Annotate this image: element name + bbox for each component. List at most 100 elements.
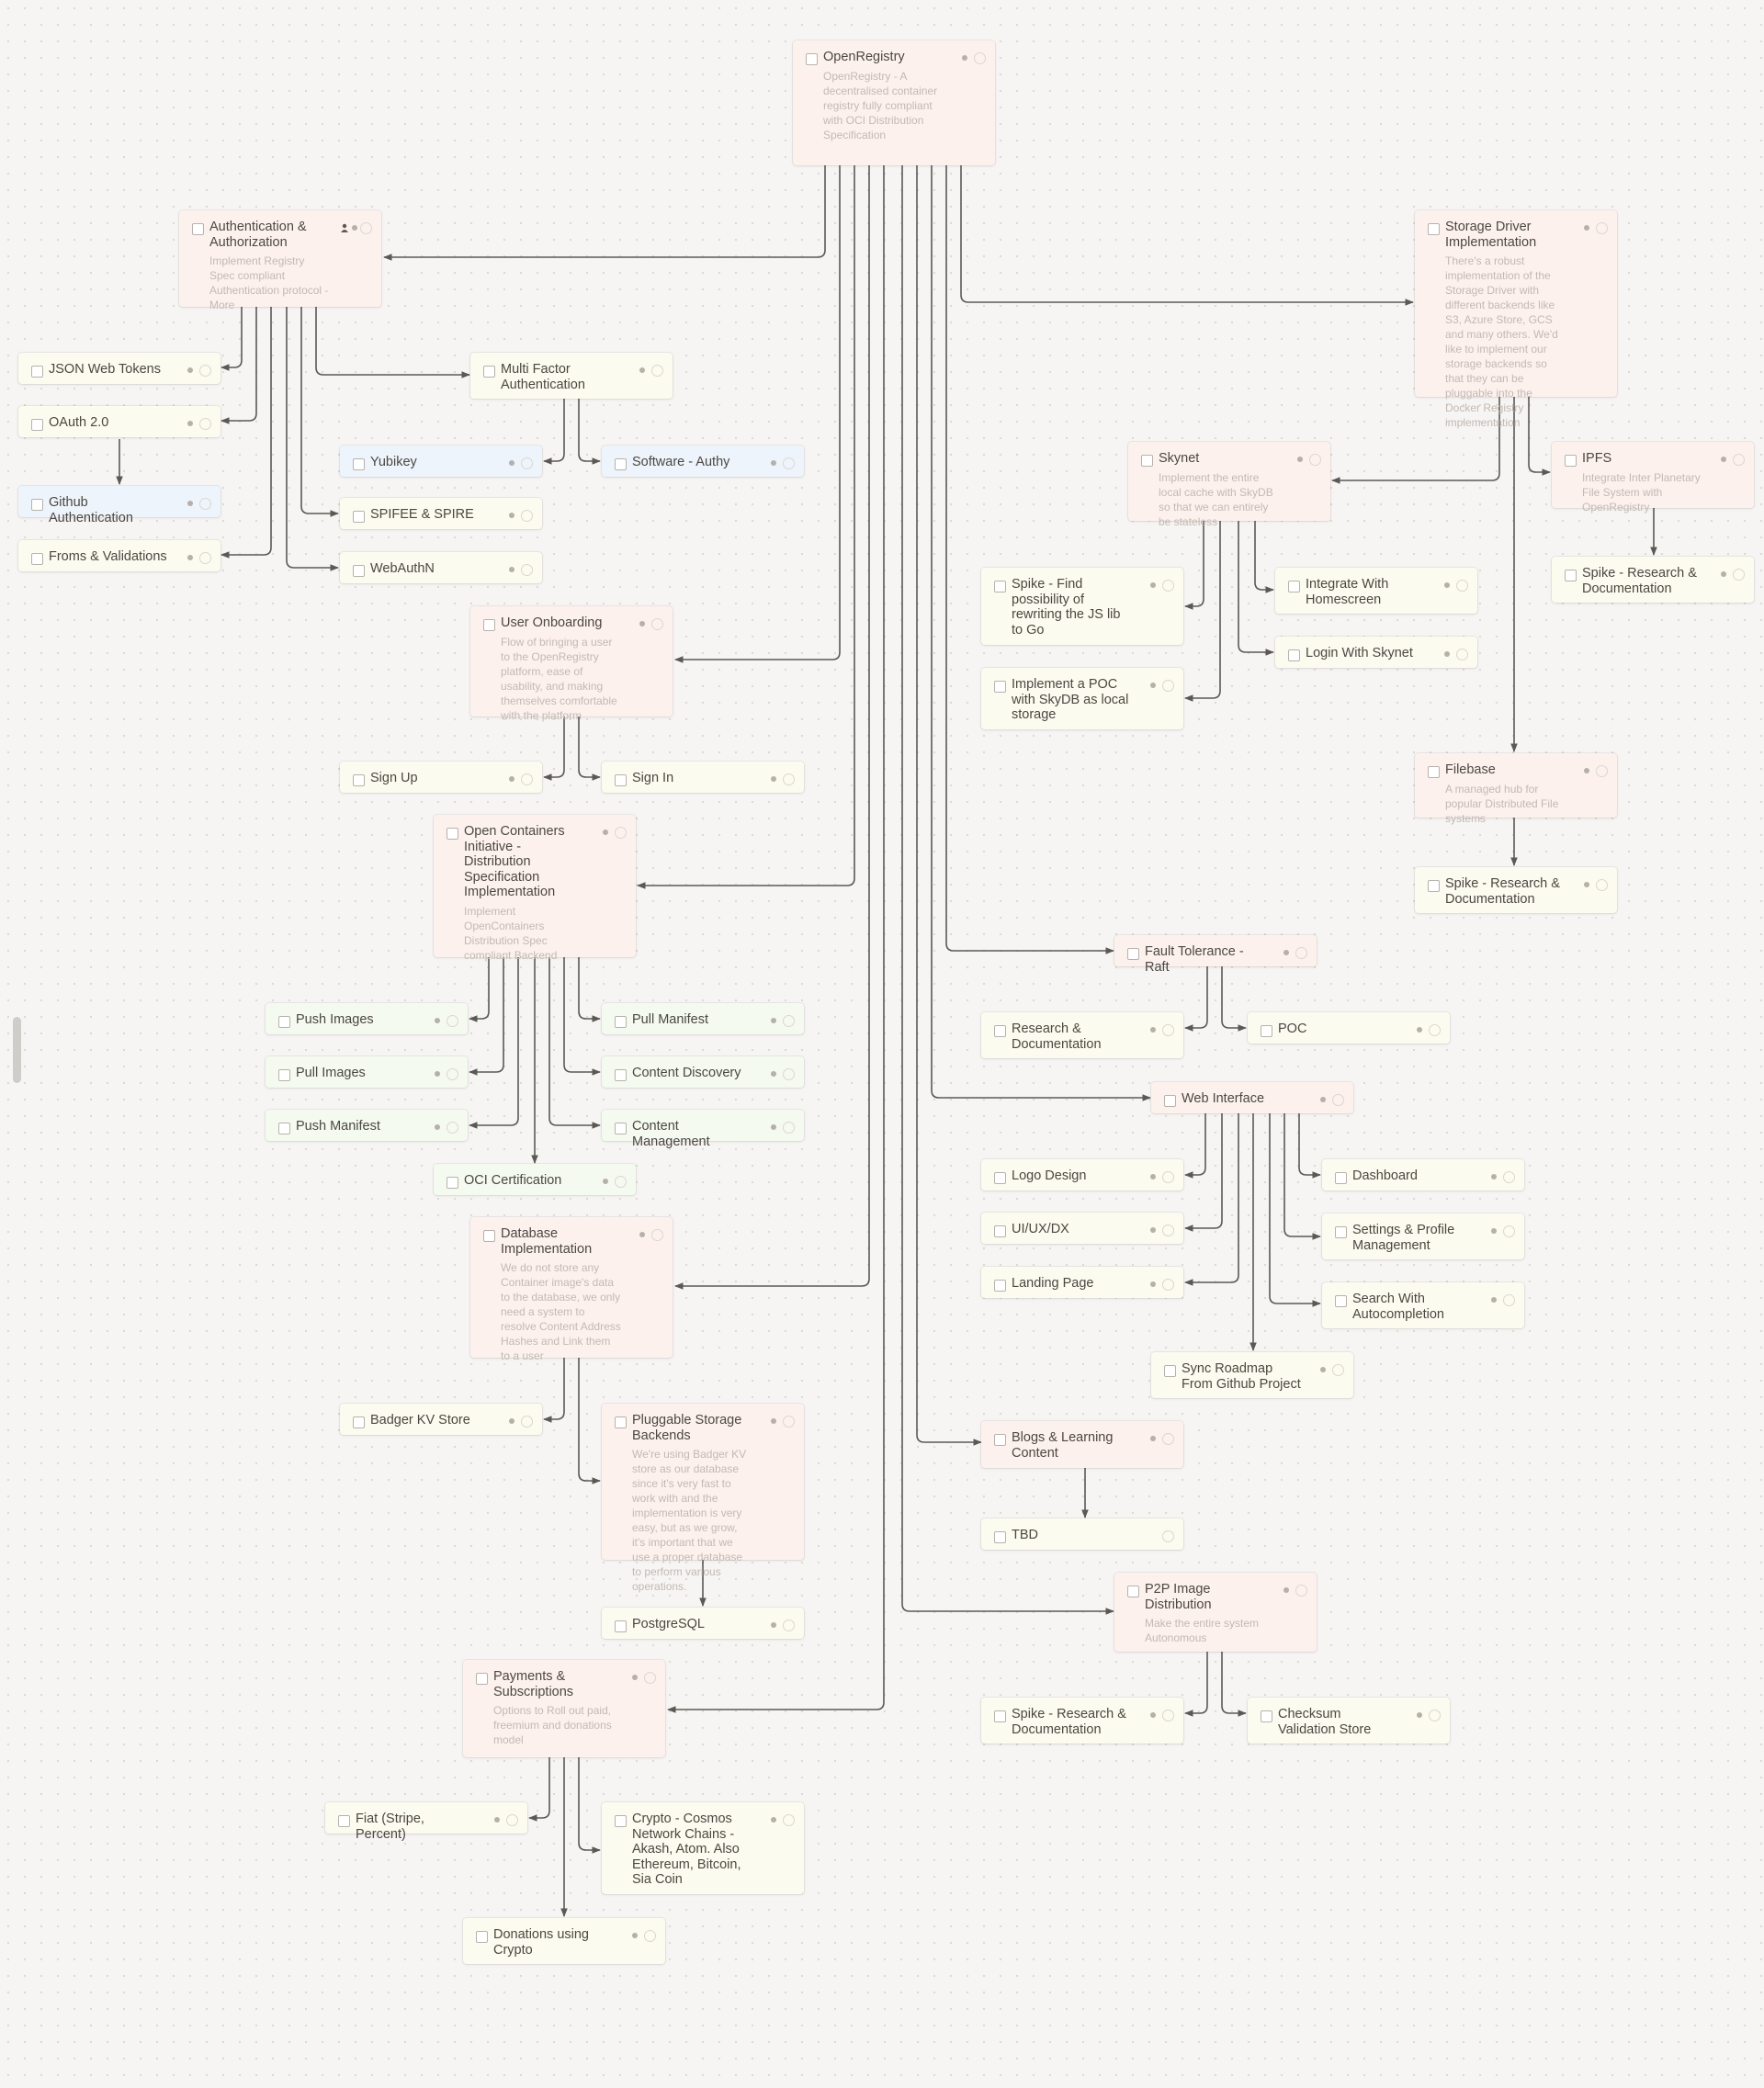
node-oauth[interactable]: OAuth 2.0	[18, 406, 220, 437]
node-authentication-authorization[interactable]: Authentication & Authorization Implement…	[179, 210, 381, 311]
connector-handle-icon[interactable]	[783, 1015, 795, 1027]
connector-handle-icon[interactable]	[1429, 1024, 1441, 1036]
checkbox[interactable]	[994, 1710, 1006, 1722]
checkbox[interactable]	[353, 774, 365, 786]
checkbox[interactable]	[615, 774, 627, 786]
node-sync-roadmap[interactable]: Sync Roadmap From Github Project	[1151, 1352, 1353, 1398]
checkbox[interactable]	[1335, 1172, 1347, 1184]
connector-handle-icon[interactable]	[1162, 1710, 1174, 1721]
connector-handle-icon[interactable]	[506, 1814, 518, 1826]
node-payments-subscriptions[interactable]: Payments & Subscriptions Options to Roll…	[463, 1660, 665, 1757]
connector-handle-icon[interactable]	[783, 1416, 795, 1428]
connector-handle-icon[interactable]	[1503, 1171, 1515, 1183]
node-poc-skydb[interactable]: Implement a POC with SkyDB as local stor…	[981, 668, 1183, 729]
connector-handle-icon[interactable]	[1162, 1225, 1174, 1236]
node-spiffe-spire[interactable]: SPIFEE & SPIRE	[340, 498, 542, 529]
node-oci-distribution-spec[interactable]: Open Containers Initiative - Distributio…	[434, 815, 636, 962]
node-settings-profile[interactable]: Settings & Profile Management	[1322, 1213, 1524, 1259]
connector-handle-icon[interactable]	[1596, 765, 1608, 777]
checkbox[interactable]	[615, 1016, 627, 1028]
checkbox[interactable]	[994, 1531, 1006, 1543]
checkbox[interactable]	[1261, 1710, 1272, 1722]
checkbox[interactable]	[1565, 455, 1577, 467]
connector-handle-icon[interactable]	[651, 618, 663, 630]
checkbox[interactable]	[1127, 948, 1139, 960]
node-checksum-validation[interactable]: Checksum Validation Store	[1248, 1698, 1450, 1744]
checkbox[interactable]	[1428, 766, 1440, 778]
connector-handle-icon[interactable]	[199, 418, 211, 430]
connector-handle-icon[interactable]	[644, 1672, 656, 1684]
connector-handle-icon[interactable]	[615, 1176, 627, 1188]
connector-handle-icon[interactable]	[1309, 454, 1321, 466]
node-github-authentication[interactable]: Github Authentication	[18, 486, 220, 525]
node-raft-research[interactable]: Research & Documentation	[981, 1012, 1183, 1058]
node-storage-driver[interactable]: Storage Driver Implementation There's a …	[1415, 210, 1617, 429]
node-yubikey[interactable]: Yubikey	[340, 446, 542, 477]
checkbox[interactable]	[994, 581, 1006, 593]
checkbox[interactable]	[615, 1416, 627, 1428]
connector-handle-icon[interactable]	[783, 1620, 795, 1631]
connector-handle-icon[interactable]	[521, 1416, 533, 1428]
checkbox[interactable]	[1428, 223, 1440, 235]
node-root-openregistry[interactable]: OpenRegistry OpenRegistry - A decentrali…	[793, 40, 995, 165]
node-pluggable-storage-backends[interactable]: Pluggable Storage Backends We're using B…	[602, 1404, 804, 1593]
checkbox[interactable]	[1127, 1586, 1139, 1597]
connector-handle-icon[interactable]	[1332, 1364, 1344, 1376]
checkbox[interactable]	[31, 553, 43, 565]
node-ipfs[interactable]: IPFS Integrate Inter Planetary File Syst…	[1552, 442, 1754, 514]
connector-handle-icon[interactable]	[1295, 947, 1307, 959]
connector-handle-icon[interactable]	[783, 1068, 795, 1080]
checkbox[interactable]	[615, 458, 627, 470]
checkbox[interactable]	[1335, 1226, 1347, 1238]
node-web-interface[interactable]: Web Interface	[1151, 1082, 1353, 1113]
checkbox[interactable]	[1164, 1095, 1176, 1107]
checkbox[interactable]	[994, 1280, 1006, 1292]
connector-handle-icon[interactable]	[651, 1229, 663, 1241]
connector-handle-icon[interactable]	[1162, 1024, 1174, 1036]
checkbox[interactable]	[353, 565, 365, 577]
connector-handle-icon[interactable]	[521, 457, 533, 469]
checkbox[interactable]	[483, 366, 495, 378]
connector-handle-icon[interactable]	[1429, 1710, 1441, 1721]
connector-handle-icon[interactable]	[1503, 1294, 1515, 1306]
connector-handle-icon[interactable]	[1162, 1433, 1174, 1445]
connector-handle-icon[interactable]	[783, 773, 795, 785]
node-landing-page[interactable]: Landing Page	[981, 1267, 1183, 1298]
connector-handle-icon[interactable]	[651, 365, 663, 377]
checkbox[interactable]	[615, 1620, 627, 1632]
checkbox[interactable]	[1288, 581, 1300, 593]
connector-handle-icon[interactable]	[1733, 454, 1745, 466]
connector-handle-icon[interactable]	[1162, 1530, 1174, 1542]
node-push-images[interactable]: Push Images	[266, 1003, 468, 1034]
checkbox[interactable]	[483, 619, 495, 631]
checkbox[interactable]	[1428, 880, 1440, 892]
checkbox[interactable]	[1335, 1295, 1347, 1307]
checkbox[interactable]	[447, 828, 458, 840]
connector-handle-icon[interactable]	[1596, 879, 1608, 891]
node-blogs-learning[interactable]: Blogs & Learning Content	[981, 1421, 1183, 1468]
node-logo-design[interactable]: Logo Design	[981, 1159, 1183, 1191]
checkbox[interactable]	[353, 511, 365, 523]
connector-handle-icon[interactable]	[783, 1122, 795, 1134]
checkbox[interactable]	[806, 53, 818, 65]
connector-handle-icon[interactable]	[1456, 649, 1468, 660]
connector-handle-icon[interactable]	[521, 510, 533, 522]
checkbox[interactable]	[615, 1815, 627, 1827]
checkbox[interactable]	[1141, 455, 1153, 467]
checkbox[interactable]	[278, 1016, 290, 1028]
node-push-manifest[interactable]: Push Manifest	[266, 1110, 468, 1141]
node-database-implementation[interactable]: Database Implementation We do not store …	[470, 1217, 673, 1362]
connector-handle-icon[interactable]	[1733, 569, 1745, 581]
node-p2p-image-distribution[interactable]: P2P Image Distribution Make the entire s…	[1114, 1573, 1317, 1652]
checkbox[interactable]	[483, 1230, 495, 1242]
node-filebase[interactable]: Filebase A managed hub for popular Distr…	[1415, 753, 1617, 825]
checkbox[interactable]	[1565, 570, 1577, 581]
checkbox[interactable]	[31, 366, 43, 378]
connector-handle-icon[interactable]	[1456, 580, 1468, 592]
connector-handle-icon[interactable]	[199, 365, 211, 377]
node-oci-certification[interactable]: OCI Certification	[434, 1164, 636, 1195]
connector-handle-icon[interactable]	[447, 1068, 458, 1080]
node-user-onboarding[interactable]: User Onboarding Flow of bringing a user …	[470, 606, 673, 722]
node-pull-manifest[interactable]: Pull Manifest	[602, 1003, 804, 1034]
node-integrate-homescreen[interactable]: Integrate With Homescreen	[1275, 568, 1477, 614]
